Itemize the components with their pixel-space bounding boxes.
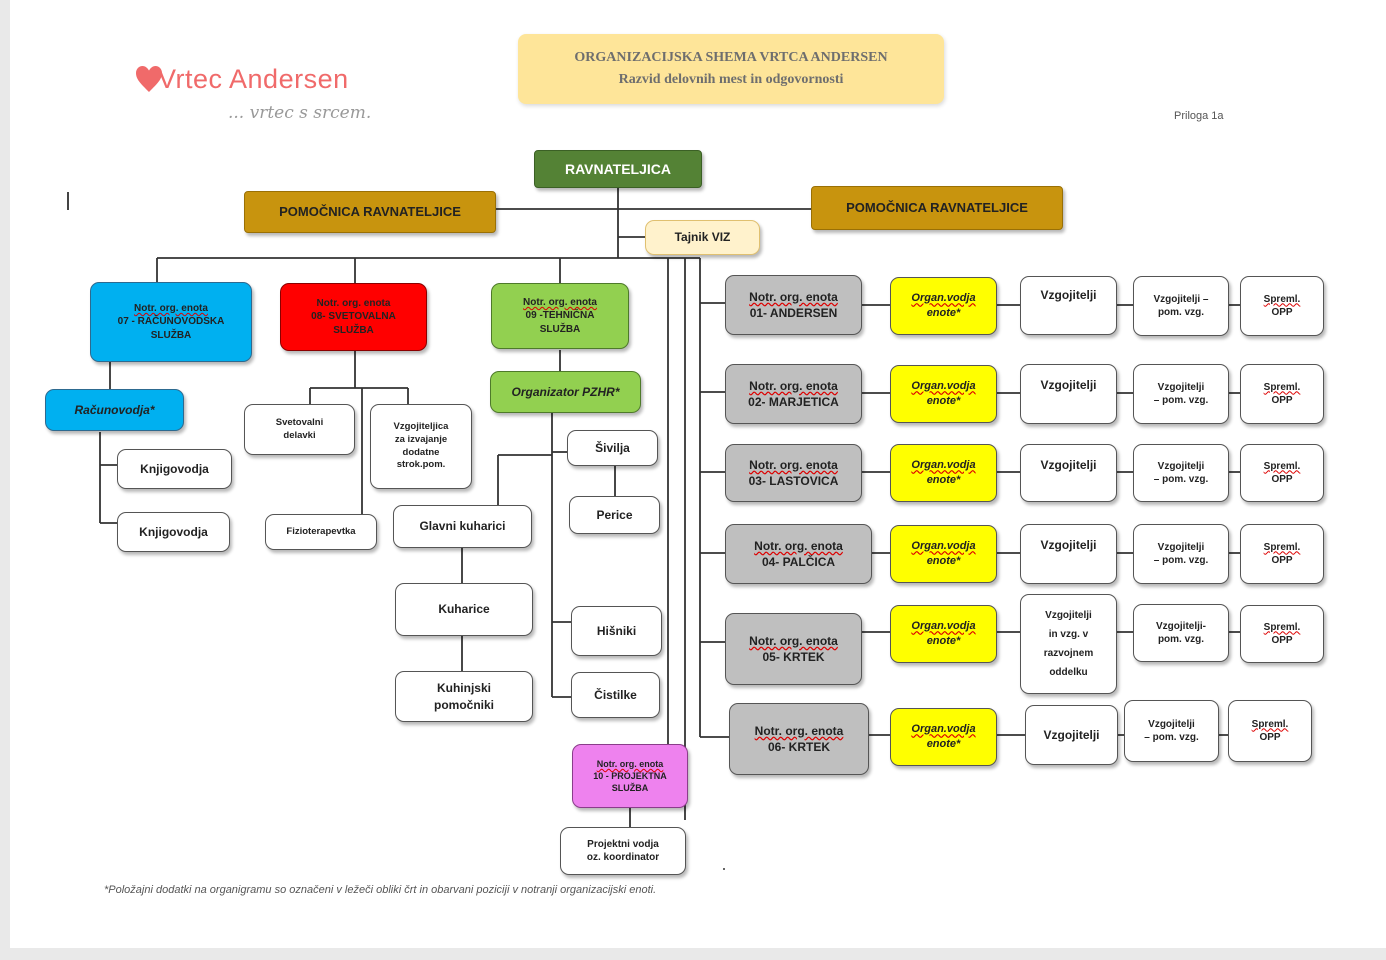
bookkeeper-box-1: Knjigovodja	[117, 449, 232, 489]
title-line-1: ORGANIZACIJSKA SHEMA VRTCA ANDERSEN	[574, 49, 888, 65]
organizer-box: Organizator PZHR*	[490, 371, 641, 413]
row-assistant-teachers: Vzgojitelji– pom. vzg.	[1133, 524, 1229, 584]
row-teachers: Vzgojitelji	[1020, 524, 1117, 584]
counselors-box: Svetovalni delavki	[244, 404, 355, 455]
unit-project: Notr. org. enota 10 - PROJEKTNA SLUŽBA	[572, 744, 688, 808]
row-opp: Spreml.OPP	[1240, 524, 1324, 584]
specialist-teacher-box: Vzgojiteljica za izvajanje dodatne strok…	[370, 404, 472, 489]
heart-icon	[136, 66, 162, 99]
logo-brand: Vrtec Andersen	[158, 64, 349, 94]
row-teachers: Vzgojitelji	[1020, 364, 1117, 424]
assistant-right-box: POMOČNICA RAVNATELJICE	[811, 186, 1063, 230]
kitchen-helpers-box: Kuhinjski pomočniki	[395, 671, 533, 722]
assistant-left-box: POMOČNICA RAVNATELJICE	[244, 191, 496, 233]
row-teachers: Vzgojitelji	[1020, 276, 1117, 335]
row-opp: Spreml.OPP	[1228, 700, 1312, 762]
title-line-2: Razvid delovnih mest in odgovornosti	[618, 72, 844, 87]
unit-accounting: Notr. org. enota 07 - RAČUNOVODSKA SLUŽB…	[90, 282, 252, 362]
unit-technical: Notr. org. enota 09 -TEHNIČNA SLUŽBA	[491, 283, 629, 349]
cooks-box: Kuharice	[395, 583, 533, 636]
cleaners-box: Čistilke	[571, 672, 660, 718]
row-teachers: Vzgojitelji	[1020, 444, 1117, 502]
row-teachers: Vzgojitelji	[1025, 705, 1118, 765]
caretakers-box: Hišniki	[571, 606, 662, 656]
logo-slogan: ... vrtec s srcem.	[228, 103, 372, 123]
logo: Vrtec Andersen ... vrtec s srcem.	[136, 60, 396, 130]
row-assistant-teachers: Vzgojitelji –pom. vzg.	[1133, 276, 1229, 336]
priloga-label: Priloga 1a	[1174, 110, 1224, 122]
row-assistant-teachers: Vzgojitelji-pom. vzg.	[1133, 604, 1229, 662]
row-opp: Spreml.OPP	[1240, 605, 1324, 663]
row-opp: Spreml.OPP	[1240, 276, 1324, 336]
unit-counseling: Notr. org. enota 08- SVETOVALNA SLUŽBA	[280, 283, 427, 351]
seamstress-box: Šivilja	[567, 430, 658, 466]
chart-title: ORGANIZACIJSKA SHEMA VRTCA ANDERSEN Razv…	[518, 34, 944, 104]
row-opp: Spreml.OPP	[1240, 364, 1324, 424]
row-assistant-teachers: Vzgojitelji– pom. vzg.	[1133, 364, 1229, 424]
row-assistant-teachers: Vzgojitelji– pom. vzg.	[1133, 444, 1229, 502]
secretary-box: Tajnik VIZ	[645, 220, 760, 255]
head-cooks-box: Glavni kuharici	[393, 505, 532, 548]
row-assistant-teachers: Vzgojitelji– pom. vzg.	[1124, 700, 1219, 762]
laundry-box: Perice	[569, 496, 660, 534]
bookkeeper-box-2: Knjigovodja	[117, 512, 230, 552]
stray-dot	[723, 868, 725, 870]
text-cursor	[67, 192, 69, 210]
director-box: RAVNATELJICA	[534, 150, 702, 188]
accountant-box: Računovodja*	[45, 389, 184, 431]
footnote: *Položajni dodatki na organigramu so ozn…	[104, 884, 657, 896]
project-lead-box: Projektni vodja oz. koordinator	[560, 827, 686, 875]
row-opp: Spreml.OPP	[1240, 444, 1324, 502]
physio-box: Fizioterapevtka	[265, 514, 377, 550]
